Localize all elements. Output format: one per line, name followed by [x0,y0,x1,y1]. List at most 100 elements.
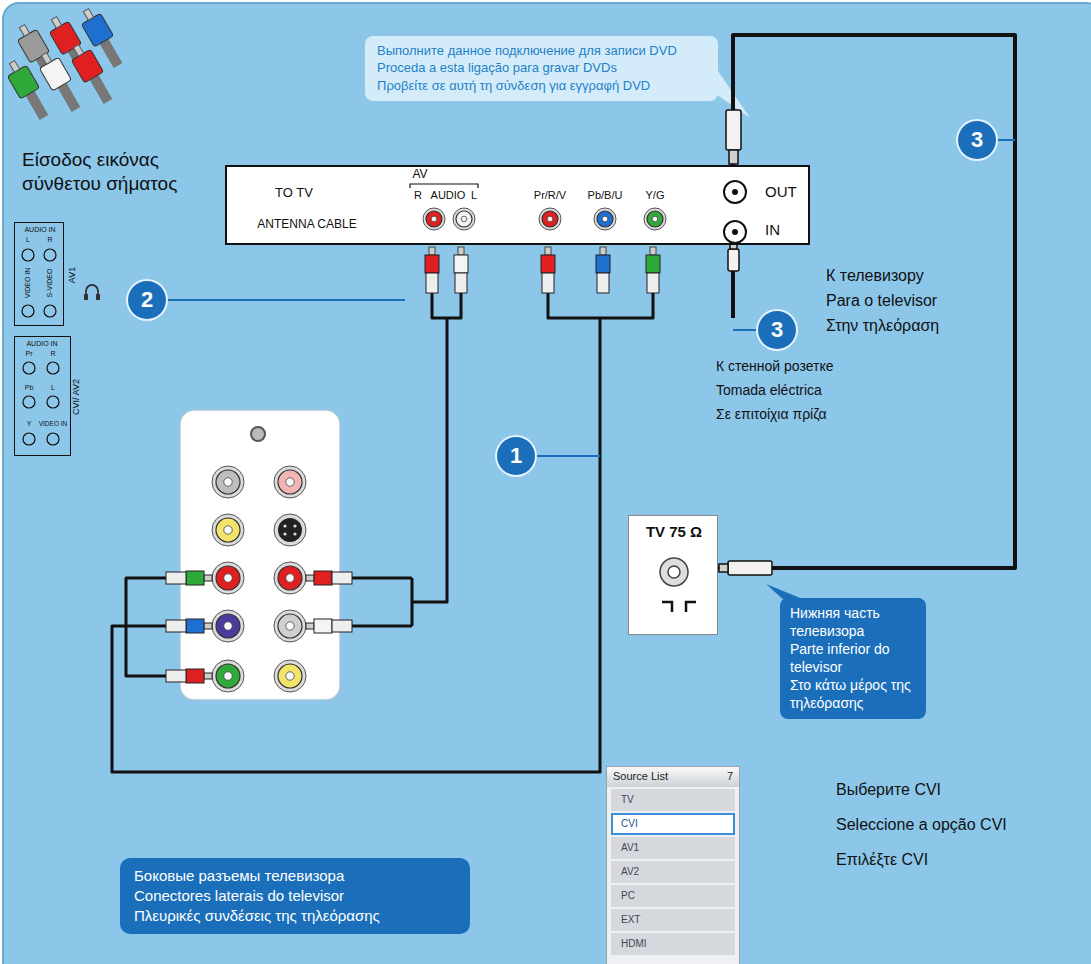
svideo-pin [293,532,296,535]
menu-item: CVI [611,813,735,835]
plug-tip [19,25,29,37]
plug-tip [429,247,435,255]
jack-ring [212,610,244,642]
jack-pin [224,478,232,486]
menu-item: AV1 [611,837,735,859]
coax-socket [668,566,680,578]
label: К телевизору [826,266,924,286]
plug-tip [51,17,61,29]
node-label: Y/G [646,189,665,201]
jack-ring [274,562,306,594]
jack [278,470,302,494]
headphone-jack [251,427,265,441]
jack [456,211,472,227]
label: Выберите CVI [836,780,941,800]
plug-tip [204,575,212,581]
jack [22,305,34,317]
jack [278,614,302,638]
node-label: AV1 [68,267,78,283]
label: Επιλέξτε CVI [836,850,928,870]
jack-pin [547,216,553,222]
node-label: L [51,384,55,392]
plug-sleeve [541,255,555,273]
jack-ring [594,208,616,230]
headphone-symbol [84,294,88,300]
label: Tomada eléctrica [716,382,822,400]
jack-pin [602,216,608,222]
node-label: R [47,236,52,244]
coax-pin [732,189,738,195]
jack-ring [453,208,475,230]
jack [647,211,663,227]
antenna-symbol [662,602,696,612]
jack [597,211,613,227]
leader-line [166,299,405,301]
jack [216,470,240,494]
plug-sleeve [596,255,610,273]
plug-tip [9,61,19,73]
plug-body [166,670,186,682]
plug-sleeve [81,13,113,47]
leader-lines [166,140,1015,456]
plug-tip [600,247,606,255]
coax-plug [726,110,741,150]
node-label: Pb [25,384,34,392]
plug-tip [545,247,551,255]
plug-body [332,620,352,632]
jack [44,249,56,261]
label: Seleccione a opção CVI [836,815,1007,835]
coax-plug-tip [719,564,728,572]
node-label: TO TV [275,186,313,200]
antenna-cable [731,270,735,318]
node-label: L [26,236,30,244]
plug-tip [306,623,314,629]
tv-side-panel [180,410,340,700]
menu-item: HDMI [611,933,735,955]
jack [23,433,35,445]
coax-cable [718,35,1015,568]
connector-panel: AUDIO INLRAV1VIDEO INS-VIDEO [14,222,64,326]
cable-icon [2,5,127,123]
node-label: VIDEO IN [24,268,32,299]
plug-body [166,620,186,632]
jack-ring [423,208,445,230]
background-panel [3,3,1091,964]
jack-pin [652,216,658,222]
node-label: 1 [510,444,522,468]
component-cable [126,578,166,676]
plug-body [455,273,467,293]
menu-panel: Source List7TVCVIAV1AV2PCEXTHDMI [606,766,740,964]
jack [216,566,240,590]
jack [542,211,558,227]
menu-item: EXT [611,909,735,931]
node-drawing [15,223,63,325]
jack-pin [286,622,294,630]
plug-tip [41,53,51,65]
plug-body [542,273,554,293]
node-label: L [471,189,477,201]
rca-plug-icon [66,41,117,107]
plug-tip [73,45,83,57]
jack [23,396,35,408]
jack [426,211,442,227]
node-label: OUT [765,184,797,201]
svideo-pin [283,532,286,535]
label: К стенной розетке [716,358,834,376]
plug-tip [650,247,656,255]
note-text: Proceda a esta ligação para gravar DVDs [377,60,706,76]
component-cable [548,293,653,318]
node-drawing [227,167,808,243]
note-text: Στο κάτω μέρος της τηλεόρασης [790,677,916,712]
node-label: 2 [141,288,153,312]
headphone-symbol [96,294,100,300]
plug-sleeve [186,571,204,585]
node-label: AUDIO IN [26,340,57,348]
jack-ring [274,466,306,498]
plug-sleeve [186,619,204,633]
jack-pin [224,622,232,630]
plug-sleeve [71,49,103,83]
coax-jack [724,181,746,203]
jack-ring [212,562,244,594]
tv-jacks [212,427,306,692]
node-label: R [50,350,55,358]
